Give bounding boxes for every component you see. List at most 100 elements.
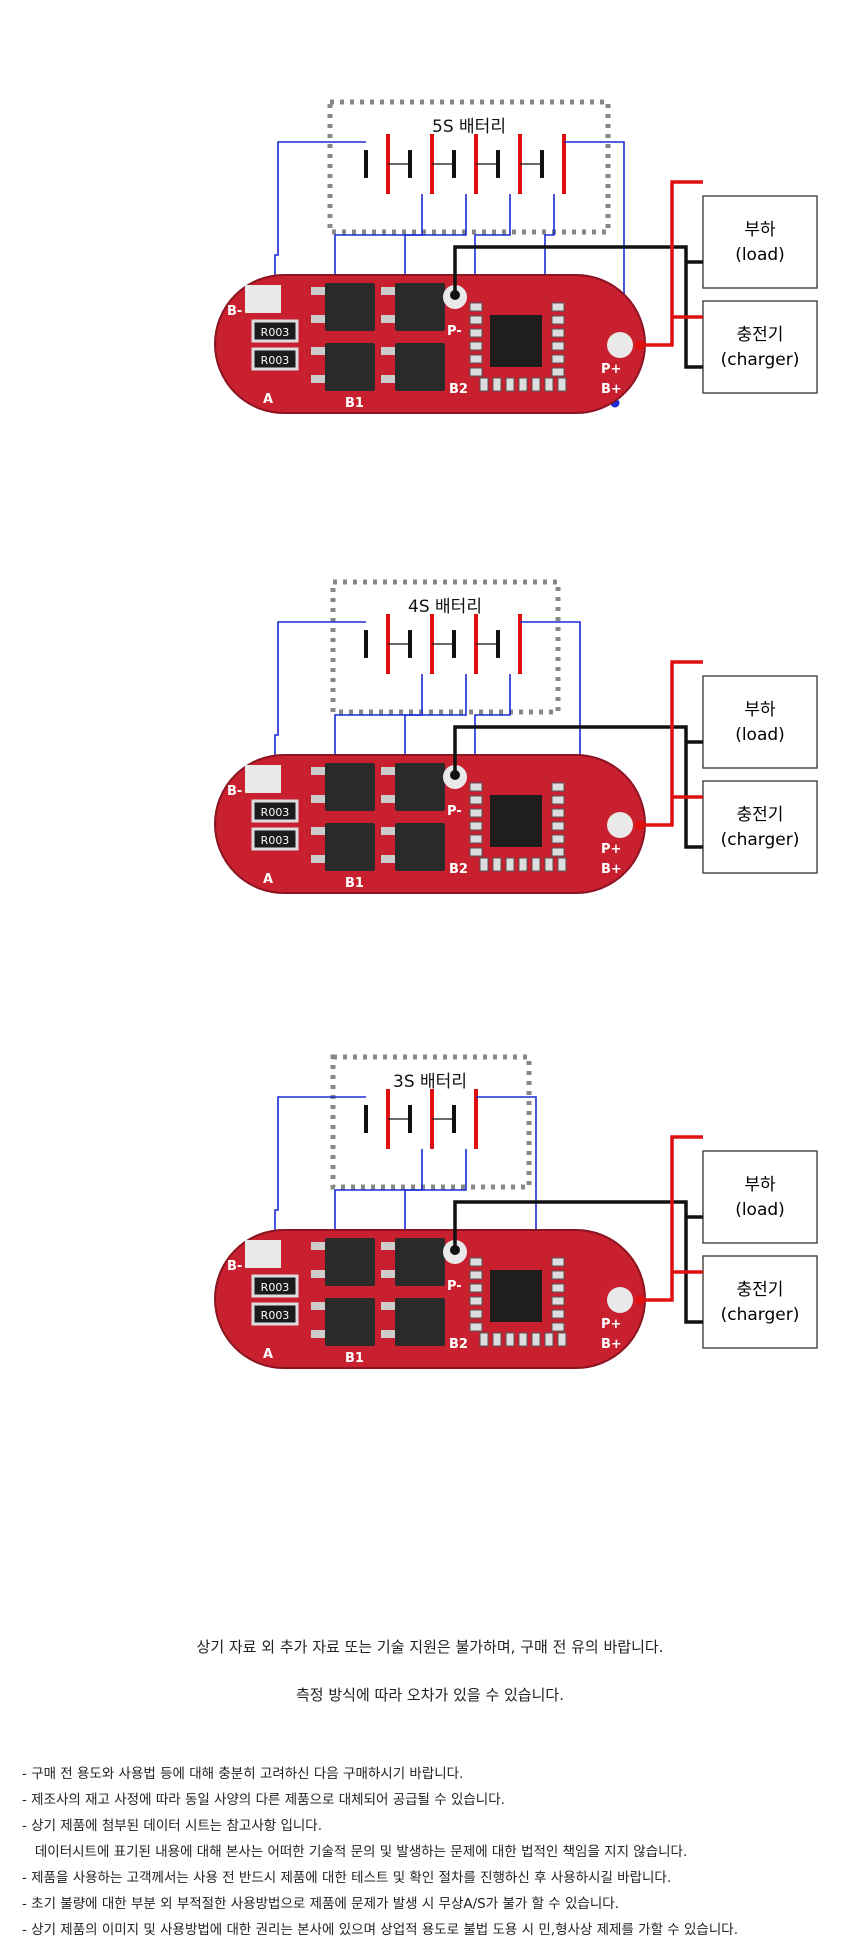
p-plus-wire (640, 180, 703, 347)
mosfet-chip (325, 343, 375, 391)
p-plus-joint (635, 1295, 645, 1305)
p-minus-joint (450, 770, 460, 780)
smd-part (505, 1332, 515, 1347)
smd-part (469, 795, 483, 805)
mosfet-pin (311, 315, 325, 323)
smd-part (518, 377, 528, 392)
p-plus-wire (640, 1135, 703, 1302)
smd-part (469, 847, 483, 857)
label-b-plus: B+ (601, 862, 622, 877)
p-minus-joint (450, 1245, 460, 1255)
smd-part (557, 377, 567, 392)
note-item: - 구매 전 용도와 사용법 등에 대해 충분히 고려하신 다음 구매하시기 바… (22, 1766, 464, 1782)
mosfet-pin (311, 827, 325, 835)
smd-part (551, 834, 565, 844)
mosfet-chip (325, 1298, 375, 1346)
label-b1: B1 (345, 876, 364, 891)
label-b2: B2 (449, 862, 468, 877)
load-box: 부하 (load) (702, 1150, 818, 1244)
smd-part (469, 1283, 483, 1293)
smd-part (469, 302, 483, 312)
smd-part (551, 367, 565, 377)
protection-ic (490, 795, 542, 847)
resistor-label: R003 (261, 1309, 290, 1322)
load-label: 부하 (744, 1175, 776, 1195)
p-plus-wire (640, 660, 703, 827)
charger-sub: (charger) (721, 1305, 800, 1325)
smd-part (551, 821, 565, 831)
label-b-plus: B+ (601, 382, 622, 397)
mosfet-pin (311, 795, 325, 803)
battery-label: 3S 배터리 (393, 1072, 467, 1092)
mosfet-pin (381, 1302, 395, 1310)
label-p-minus: P- (447, 324, 462, 339)
smd-part (479, 857, 489, 872)
mosfet-pin (381, 1330, 395, 1338)
mosfet-chip (325, 823, 375, 871)
smd-part (531, 377, 541, 392)
smd-part (479, 1332, 489, 1347)
mosfet-chip (395, 1298, 445, 1346)
balance-wire (274, 621, 366, 775)
smd-part (469, 821, 483, 831)
smd-part (551, 328, 565, 338)
mosfet-pin (311, 767, 325, 775)
balance-wire (274, 1096, 366, 1250)
note-item: - 제품을 사용하는 고객께서는 사용 전 반드시 제품에 대한 테스트 및 확… (22, 1870, 672, 1886)
smd-part (531, 857, 541, 872)
smd-part (469, 1296, 483, 1306)
resistor-label: R003 (261, 1281, 290, 1294)
shunt-resistor (251, 319, 299, 343)
smd-part (544, 377, 554, 392)
mosfet-chip (395, 823, 445, 871)
note-item: - 초기 불량에 대한 부분 외 부적절한 사용방법으로 제품에 문제가 발생 … (22, 1896, 619, 1912)
pad-b-minus (245, 765, 281, 793)
battery-box (327, 99, 611, 235)
charger-box: 충전기 (charger) (702, 300, 818, 394)
label-b1: B1 (345, 1351, 364, 1366)
resistor-label: R003 (261, 326, 290, 339)
label-p-plus: P+ (601, 842, 621, 857)
smd-part (551, 1270, 565, 1280)
p-minus-wire (453, 725, 703, 849)
output-wires (450, 660, 703, 849)
note-item: - 상기 제품의 이미지 및 사용방법에 대한 권리는 본사에 있으며 상업적 … (22, 1922, 738, 1938)
pad-p-plus (607, 812, 633, 838)
smd-part (469, 1322, 483, 1332)
mosfet-pin (311, 347, 325, 355)
smd-part (544, 1332, 554, 1347)
label-b2: B2 (449, 382, 468, 397)
mosfet-chip (325, 1238, 375, 1286)
pad-p-plus (607, 332, 633, 358)
load-box: 부하 (load) (702, 675, 818, 769)
smd-part (518, 857, 528, 872)
label-a: A (263, 872, 273, 887)
protection-ic (490, 315, 542, 367)
label-b-minus: B- (227, 784, 242, 799)
protection-ic (490, 1270, 542, 1322)
battery-box (330, 1054, 532, 1190)
output-wires (450, 180, 703, 369)
smd-part (551, 1322, 565, 1332)
charger-sub: (charger) (721, 830, 800, 850)
smd-part (544, 857, 554, 872)
battery-cells (364, 134, 566, 194)
mosfet-chip (325, 283, 375, 331)
smd-part (479, 377, 489, 392)
label-p-plus: P+ (601, 362, 621, 377)
smd-part (551, 847, 565, 857)
label-a: A (263, 392, 273, 407)
pad-b-minus (245, 1240, 281, 1268)
mosfet-pin (311, 1302, 325, 1310)
shunt-resistor (251, 1302, 299, 1326)
smd-part (469, 782, 483, 792)
smd-part (531, 1332, 541, 1347)
p-minus-joint (450, 290, 460, 300)
mosfet-chip (395, 283, 445, 331)
smd-part (551, 1257, 565, 1267)
mosfet-pin (381, 1270, 395, 1278)
charger-label: 충전기 (737, 805, 784, 825)
